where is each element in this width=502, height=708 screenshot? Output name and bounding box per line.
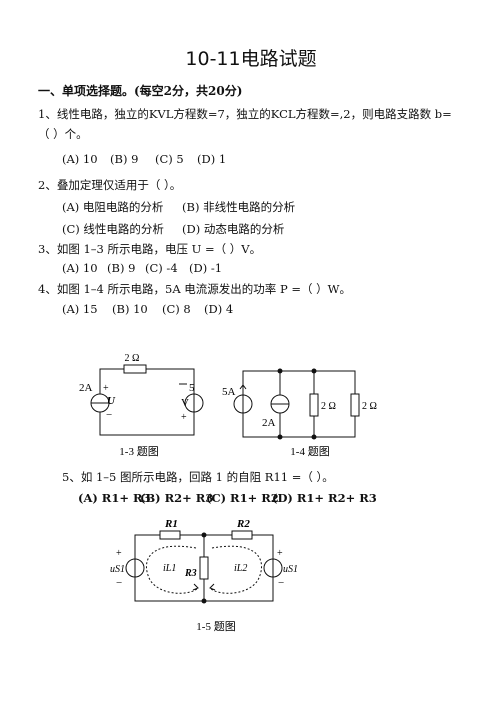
option-b: (B) 9 — [107, 261, 136, 275]
figure-1-5: R1 R2 R3 iL1 iL2 + uS1 − + uS1 − 1-5 题图 — [110, 518, 298, 633]
resistor-2-label: 2 Ω — [362, 401, 377, 412]
arrowhead-icon — [209, 583, 216, 591]
option-a: (A) 10 — [62, 261, 98, 275]
figure-1-3 — [90, 364, 204, 436]
question-2-options-row1: (A) 电阻电路的分析 (B) 非线性电路的分析 — [62, 199, 295, 215]
figure-1-4-caption: 1-4 题图 — [290, 445, 329, 458]
question-3-line1: 3、如图 1–3 所示电路，电压 U =（ ）V。 — [38, 242, 262, 256]
section-heading: 一、单项选择题。(每空2分，共20分) — [38, 84, 243, 98]
question-5-line1: 5、如 1–5 图所示电路，回路 1 的自阻 R11 =（ ）。 — [62, 470, 334, 484]
option-b: (B) 10 — [112, 302, 148, 316]
source-plus-sign: + — [181, 412, 187, 423]
option-c: (C) -4 — [145, 261, 178, 275]
option-d: (D) -1 — [189, 261, 223, 275]
circuit-outline — [242, 370, 356, 438]
source-2a-label: 2A — [262, 417, 276, 429]
option-d: (D) 动态电路的分析 — [182, 222, 285, 236]
resistor-r3 — [199, 556, 209, 580]
question-4-line1: 4、如图 1–4 所示电路，5A 电流源发出的功率 P =（ ）W。 — [38, 282, 351, 296]
option-a: (A) R1+ R3 — [78, 491, 151, 505]
r1-label: R1 — [164, 518, 178, 530]
option-b: (B) 非线性电路的分析 — [182, 200, 296, 214]
question-1-line2: （ ）个。 — [38, 127, 88, 141]
left-minus-sign: − — [116, 577, 122, 589]
junction-dot — [311, 368, 317, 374]
junction-dots — [277, 368, 317, 440]
right-source-label: uS1 — [283, 564, 298, 575]
right-plus-sign: + — [277, 548, 283, 559]
r3-label: R3 — [184, 568, 197, 579]
figures-1-3-and-1-4: 2 Ω 2A + U − 5 V + 1-3 题图 5A 2A 2 Ω 2 Ω … — [79, 353, 377, 458]
junction-dot — [311, 434, 317, 440]
option-a: (A) 15 — [62, 302, 98, 316]
loop-1-arrow — [146, 545, 199, 594]
junction-dot — [201, 598, 207, 604]
current-source-label: 2A — [79, 382, 93, 394]
left-plus-sign: + — [116, 548, 122, 559]
r2-label: R2 — [236, 518, 250, 530]
option-d: (D) R1+ R2+ R3 — [272, 491, 377, 505]
option-d: (D) 4 — [204, 302, 234, 316]
option-c: (C) 8 — [162, 302, 191, 316]
option-a: (A) 电阻电路的分析 — [62, 200, 164, 214]
option-a: (A) 10 — [62, 152, 98, 166]
question-5-options: (A) R1+ R3(B) R2+ R3(C) R1+ R2(D) R1+ R2… — [78, 491, 377, 505]
left-source-label: uS1 — [110, 564, 125, 575]
figure-1-3-caption: 1-3 题图 — [119, 445, 158, 458]
figure-1-5-wires — [125, 530, 283, 602]
arrow-up-icon — [239, 384, 247, 394]
resistor-r1 — [159, 530, 181, 540]
junction-dots — [201, 532, 207, 604]
question-1-line1: 1、线性电路，独立的KVL方程数=7，独立的KCL方程数=,2，则电路支路数 b… — [38, 107, 452, 121]
arrowhead-icon — [192, 583, 199, 591]
option-c: (C) 5 — [155, 152, 184, 166]
resistor-2ohm — [123, 364, 147, 374]
option-b: (B) 9 — [110, 152, 139, 166]
option-b: (B) R2+ R3 — [140, 491, 214, 505]
question-4-options: (A) 15 (B) 10 (C) 8 (D) 4 — [62, 302, 233, 316]
resistor-r2 — [231, 530, 253, 540]
question-2-options-row2: (C) 线性电路的分析 (D) 动态电路的分析 — [62, 221, 284, 237]
question-1-options: (A) 10 (B) 9 (C) 5 (D) 1 — [62, 152, 226, 166]
resistor-2 — [350, 393, 360, 417]
resistor-label: 2 Ω — [125, 353, 140, 364]
loop-1-label: iL1 — [163, 563, 176, 574]
source-5a-label: 5A — [222, 386, 236, 398]
loop-2-arrow — [209, 545, 262, 594]
right-minus-sign: − — [278, 577, 284, 589]
figure-1-4 — [233, 370, 360, 438]
minus-sign: − — [106, 409, 112, 421]
option-d: (D) 1 — [197, 152, 227, 166]
figure-1-5-caption: 1-5 题图 — [196, 620, 235, 633]
junction-dot — [277, 368, 283, 374]
junction-dot — [277, 434, 283, 440]
option-c: (C) 线性电路的分析 — [62, 222, 164, 236]
question-2-line1: 2、叠加定理仅适用于（ ）。 — [38, 178, 182, 192]
option-c: (C) R1+ R2 — [206, 491, 279, 505]
question-3-options: (A) 10 (B) 9 (C) -4 (D) -1 — [62, 261, 222, 275]
resistor-1 — [309, 393, 319, 417]
plus-sign: + — [103, 383, 109, 394]
voltage-source-unit: V — [181, 397, 189, 409]
junction-dot — [201, 532, 207, 538]
voltage-u-label: U — [107, 395, 116, 407]
loop-2-label: iL2 — [234, 563, 247, 574]
resistor-1-label: 2 Ω — [321, 401, 336, 412]
page-title: 10-11电路试题 — [185, 48, 317, 70]
voltage-source-value: 5 — [189, 382, 195, 394]
